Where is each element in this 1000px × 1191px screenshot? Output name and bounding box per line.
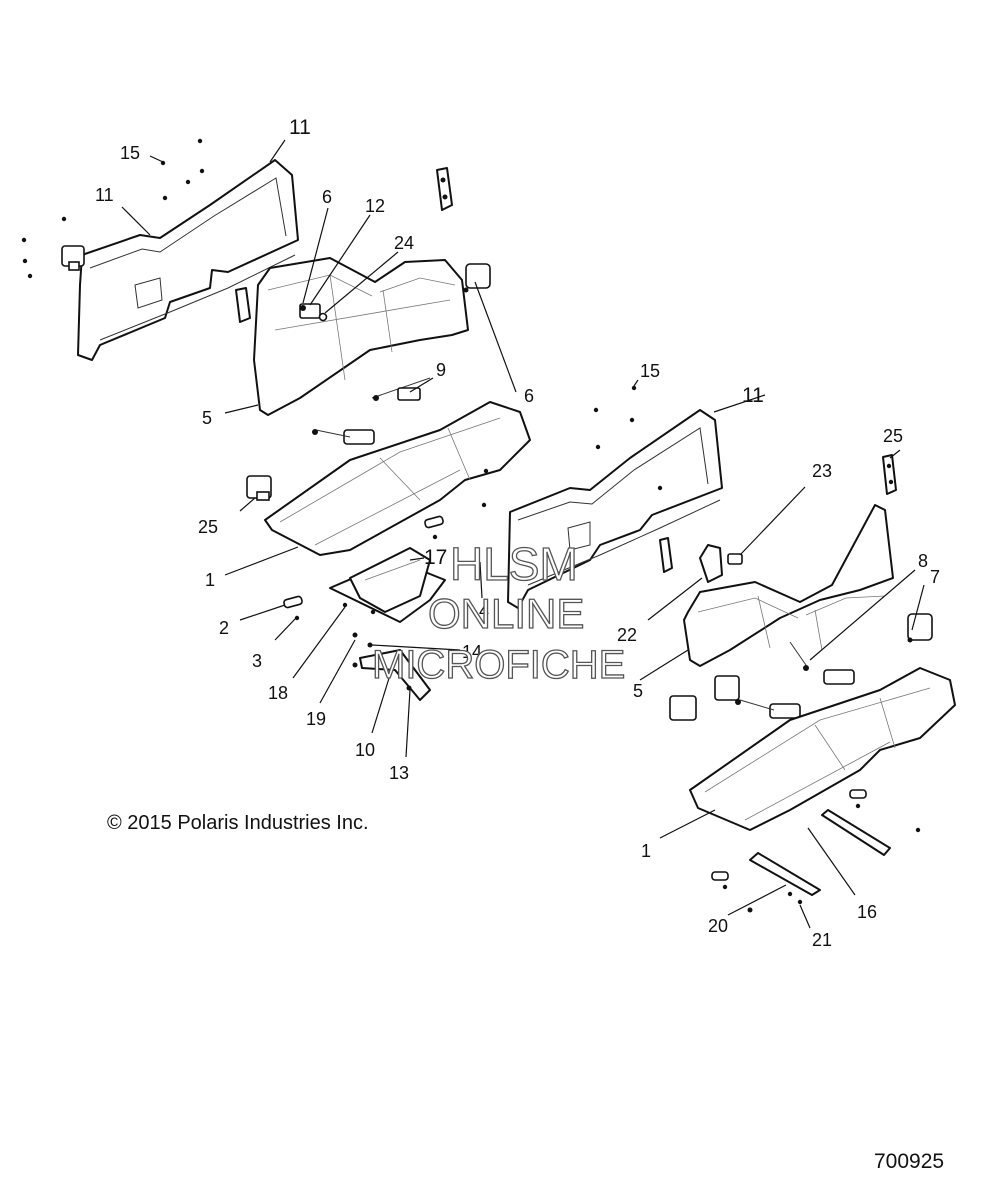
callout-4: 4 <box>479 601 489 621</box>
back-panel-right <box>507 409 723 609</box>
copyright-notice: © 2015 Polaris Industries Inc. <box>107 812 369 834</box>
callout-2: 2 <box>219 618 229 638</box>
drawing-number: 700925 <box>874 1150 945 1173</box>
callout-25: 25 <box>883 426 903 446</box>
callout-10: 10 <box>355 740 375 760</box>
callout-6: 6 <box>322 187 332 207</box>
clip-left-mid <box>424 515 444 540</box>
callout-25: 25 <box>198 517 218 537</box>
callout-11: 11 <box>289 116 311 139</box>
bumpers-right-bottom <box>669 675 740 721</box>
seat-back-right <box>683 504 894 667</box>
callout-13: 13 <box>389 763 409 783</box>
bumper-left-top <box>61 245 85 271</box>
callout-11: 11 <box>95 185 114 205</box>
callout-5: 5 <box>202 408 212 428</box>
screws-15-right <box>481 385 663 508</box>
callout-3: 3 <box>252 651 262 671</box>
callout-7: 7 <box>930 567 940 587</box>
seat-bottom-left <box>264 401 531 556</box>
watermark: HLSM ONLINE MICROFICHE <box>371 537 626 687</box>
callout-9: 9 <box>436 360 446 380</box>
callout-12: 12 <box>365 196 385 216</box>
hinge-hardware-left-top <box>299 303 328 322</box>
callout-1: 1 <box>641 841 651 861</box>
watermark-line-3: MICROFICHE <box>372 643 625 687</box>
callout-8: 8 <box>918 551 928 571</box>
callout-16: 16 <box>857 902 877 922</box>
seat-back-left <box>253 257 469 416</box>
straps-16-20-21 <box>711 789 921 913</box>
callout-14: 14 <box>462 642 482 662</box>
seat-latch-left <box>312 377 431 445</box>
callout-17: 17 <box>424 546 447 569</box>
callout-20: 20 <box>708 916 728 936</box>
callout-22: 22 <box>617 625 637 645</box>
callout-21: 21 <box>812 930 832 950</box>
bumper-25-left <box>246 475 272 501</box>
bracket-22-23 <box>659 454 897 583</box>
watermark-line-1: HLSM <box>450 538 578 590</box>
callout-15: 15 <box>120 143 140 163</box>
seat-bottom-right <box>689 667 956 831</box>
callout-23: 23 <box>812 461 832 481</box>
clip-2-3 <box>283 595 303 621</box>
callout-5: 5 <box>633 681 643 701</box>
support-bracket-10 <box>352 632 431 701</box>
screws-15-left <box>21 138 205 279</box>
bumper-left-mid <box>463 263 491 293</box>
callout-18: 18 <box>268 683 288 703</box>
callout-labels: 11 15 11 6 12 24 9 6 5 15 11 25 25 23 17… <box>95 116 940 950</box>
back-panel-left <box>77 159 299 361</box>
bracket-left <box>235 167 453 323</box>
callout-6: 6 <box>524 386 534 406</box>
callout-24: 24 <box>394 233 414 253</box>
storage-box-17 <box>329 547 446 623</box>
callout-1: 1 <box>205 570 215 590</box>
seat-latch-right <box>735 641 855 719</box>
leader-lines <box>121 139 925 929</box>
callout-15: 15 <box>640 361 660 381</box>
bumper-7 <box>907 613 933 643</box>
callout-19: 19 <box>306 709 326 729</box>
watermark-line-2: ONLINE <box>428 590 584 637</box>
callout-11: 11 <box>742 384 764 407</box>
